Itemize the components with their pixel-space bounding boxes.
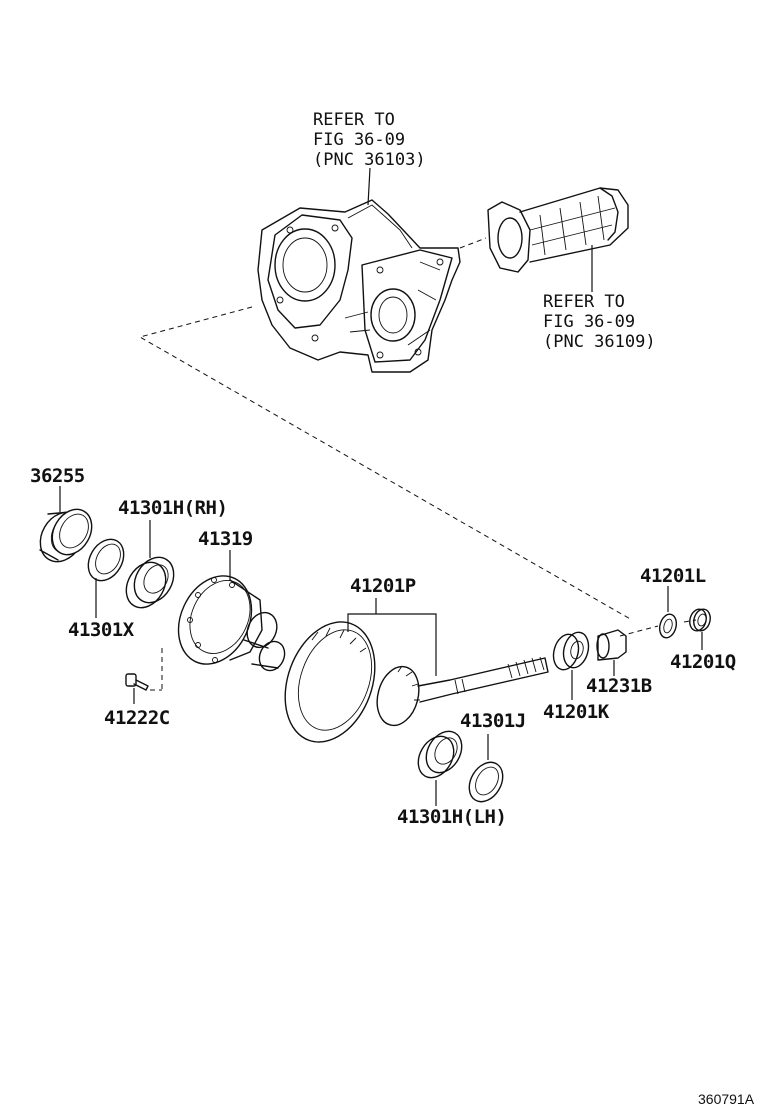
part-label-36255: 36255 <box>30 465 85 487</box>
refer-upper-line1: REFER TO <box>313 110 395 130</box>
bearing-41201K <box>552 631 590 671</box>
oil-seal-36255 <box>39 508 93 563</box>
refer-upper-leader <box>367 167 371 206</box>
part-label-41231B: 41231B <box>586 675 652 697</box>
transfer-case-housing <box>257 199 461 373</box>
refer-upper-line2: FIG 36-09 <box>313 130 405 150</box>
part-label-41301H-rh: 41301H(RH) <box>118 497 227 519</box>
part-label-41301J: 41301J <box>460 710 526 732</box>
bearing-41301H-lh <box>417 730 463 779</box>
assembly-dashed-line <box>138 306 633 621</box>
refer-upper-line3: (PNC 36103) <box>313 150 426 170</box>
part-label-41201Q: 41201Q <box>670 651 736 673</box>
part-label-41222C: 41222C <box>104 707 170 729</box>
washer-41201L <box>658 613 678 639</box>
nut-41201Q <box>689 608 711 632</box>
differential-case-41319 <box>177 575 286 672</box>
shim-41301J <box>468 761 504 803</box>
part-label-41301H-lh: 41301H(LH) <box>397 806 506 828</box>
extension-housing <box>487 187 629 273</box>
part-label-41201P: 41201P <box>350 575 416 597</box>
refer-right-line3: (PNC 36109) <box>543 332 656 352</box>
part-label-41201L: 41201L <box>640 565 706 587</box>
ring-gear-pinion-41201P <box>284 621 549 743</box>
part-label-41301X: 41301X <box>68 619 135 641</box>
bolt-dashed-line <box>150 648 163 691</box>
assembly-dashed-line-right <box>459 237 487 249</box>
shim-41301X <box>87 538 125 582</box>
refer-right-line2: FIG 36-09 <box>543 312 635 332</box>
part-label-41319: 41319 <box>198 528 253 550</box>
refer-right-line1: REFER TO <box>543 292 625 312</box>
figure-id: 360791A <box>698 1091 755 1107</box>
part-label-41201K: 41201K <box>543 701 610 723</box>
bearing-41301H-rh <box>125 556 175 609</box>
shaft-dashed-line <box>619 619 697 637</box>
spacer-41231B <box>596 629 627 661</box>
bolt-41222C <box>125 673 149 691</box>
part-leaders <box>59 486 703 806</box>
